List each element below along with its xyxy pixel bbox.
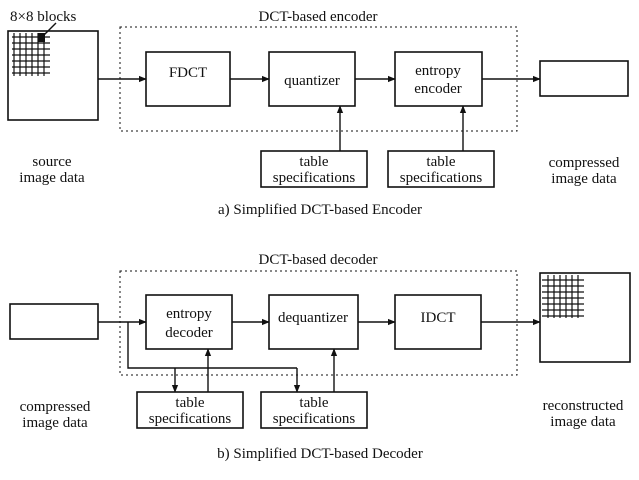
quantizer-box: [268, 51, 356, 107]
source-image-box: [7, 30, 99, 121]
entropy-decoder-box: [145, 294, 233, 350]
compressed-output-label-line1: compressed: [549, 155, 620, 171]
compressed-input-label-line2: image data: [22, 415, 88, 431]
blocks-label: 8×8 blocks: [10, 9, 77, 25]
encoder-caption: a) Simplified DCT-based Encoder: [218, 202, 422, 218]
decoder-caption: b) Simplified DCT-based Decoder: [217, 446, 423, 462]
decoder-table-spec-1-line1: table: [175, 395, 204, 411]
blocks-label-leader: [41, 22, 57, 38]
entropy-encoder-box: [394, 51, 483, 107]
entropy-encoder-line2: encoder: [414, 81, 461, 97]
encoder-table-spec-2-line2: specifications: [400, 170, 483, 186]
idct-label: IDCT: [421, 310, 456, 326]
decoder-section: DCT-based decoder entropy decoder dequan…: [9, 252, 631, 462]
source-image-label-line1: source: [32, 154, 71, 170]
reconstructed-block-grid: [542, 275, 584, 318]
highlighted-block: [38, 33, 45, 42]
encoder-table-spec-1-line1: table: [299, 154, 328, 170]
source-image-label-line2: image data: [19, 170, 85, 186]
decoder-table-spec-2: [260, 391, 368, 429]
encoder-section: DCT-based encoder 8×8 blocks FDCT quanti…: [7, 9, 629, 218]
reconstructed-image-box: [539, 272, 631, 363]
input-branch-wire: [127, 322, 297, 369]
encoder-table-spec-1: [260, 150, 368, 188]
encoder-region-title: DCT-based encoder: [259, 9, 378, 25]
dequantizer-box: [268, 294, 359, 350]
decoder-region: [119, 270, 518, 376]
compressed-output-label-line2: image data: [551, 171, 617, 187]
compressed-input-label-line1: compressed: [20, 399, 91, 415]
decoder-table-spec-1-line2: specifications: [149, 411, 232, 427]
encoder-table-spec-2: [387, 150, 495, 188]
reconstructed-label-line2: image data: [550, 414, 616, 430]
decoder-table-spec-1: [136, 391, 244, 429]
entropy-decoder-line1: entropy: [166, 306, 212, 322]
reconstructed-label-line1: reconstructed: [543, 398, 624, 414]
compressed-output-box: [539, 60, 629, 97]
decoder-table-spec-2-line2: specifications: [273, 411, 356, 427]
decoder-table-spec-2-line1: table: [299, 395, 328, 411]
fdct-label: FDCT: [169, 65, 207, 81]
decoder-region-title: DCT-based decoder: [259, 252, 378, 268]
dequantizer-label: dequantizer: [278, 310, 348, 326]
quantizer-label: quantizer: [284, 73, 340, 89]
encoder-table-spec-1-line2: specifications: [273, 170, 356, 186]
compressed-input-box: [9, 303, 99, 340]
entropy-encoder-line1: entropy: [415, 63, 461, 79]
entropy-decoder-line2: decoder: [165, 325, 212, 341]
encoder-table-spec-2-line1: table: [426, 154, 455, 170]
